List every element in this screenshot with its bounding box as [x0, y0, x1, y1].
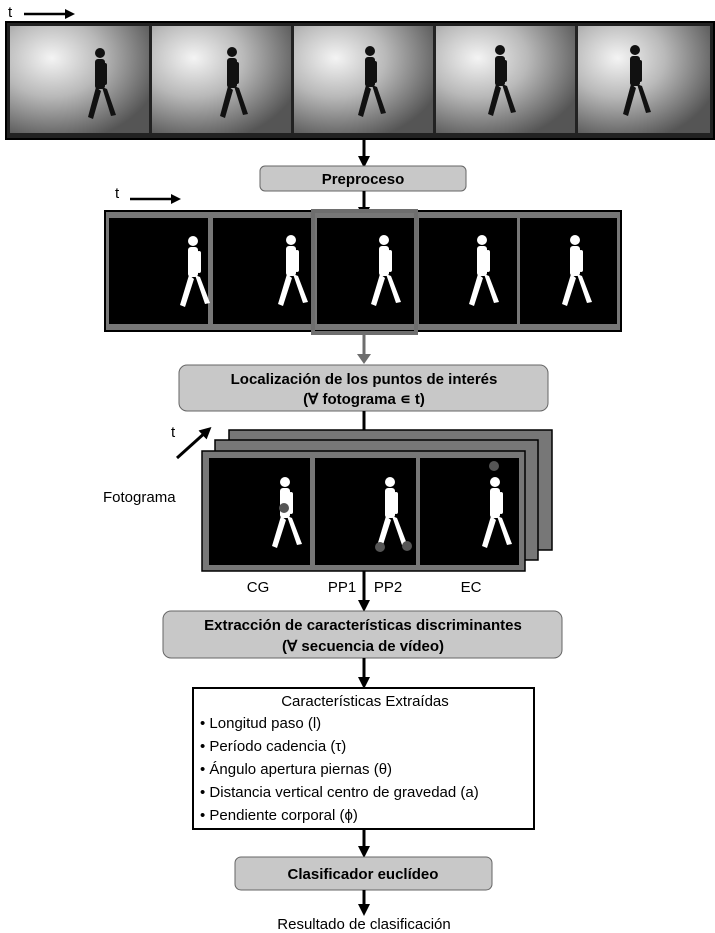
features-title: Características Extraídas: [281, 693, 449, 710]
time-label-silhouettes: t: [115, 185, 120, 202]
video-frame-2: [152, 26, 291, 133]
silhouette-frame-5: [520, 218, 617, 324]
point-pp1: [375, 542, 385, 552]
time-label-stack: t: [171, 424, 176, 441]
result-label: Resultado de clasificación: [277, 916, 450, 933]
localization-label-line1: Localización de los puntos de interés: [231, 371, 498, 388]
point-label-pp2: PP2: [374, 579, 402, 596]
preprocess-box: Preproceso: [259, 165, 467, 192]
frame-stack: t Fotograma CG PP1 PP2 EC: [103, 424, 553, 596]
video-frame-4: [436, 26, 575, 133]
time-arrow-stack: [175, 426, 212, 460]
stack-frame-pp: [315, 458, 416, 565]
silhouette-frame-3: [317, 218, 416, 324]
feature-item: • Distancia vertical centro de gravedad …: [200, 784, 479, 801]
fotograma-label: Fotograma: [103, 489, 176, 506]
localization-label-line2: (∀ fotograma ∊ t): [303, 391, 425, 408]
arrow-head-gray: [357, 354, 371, 364]
silhouette-frame-2: [213, 218, 312, 324]
localization-box: Localización de los puntos de interés (∀…: [178, 364, 549, 412]
video-frame-5: [578, 26, 710, 133]
point-label-pp1: PP1: [328, 579, 356, 596]
extraction-label-line2: (∀ secuencia de vídeo): [282, 638, 444, 655]
point-pp2: [402, 541, 412, 551]
features-box: Características Extraídas • Longitud pas…: [192, 687, 535, 830]
point-ec: [489, 461, 499, 471]
point-label-ec: EC: [461, 579, 482, 596]
stack-frame-cg: [209, 458, 310, 565]
video-strip: t: [5, 4, 715, 140]
video-frame-3: [294, 26, 433, 133]
silhouette-strip: t: [104, 185, 622, 335]
preprocess-label: Preproceso: [322, 171, 405, 188]
point-label-cg: CG: [247, 579, 270, 596]
extraction-box: Extracción de características discrimina…: [162, 610, 563, 659]
classifier-label: Clasificador euclídeo: [288, 866, 439, 883]
silhouette-frame-1: [109, 218, 210, 324]
point-cg: [279, 503, 289, 513]
time-label-top: t: [8, 4, 13, 21]
classifier-box: Clasificador euclídeo: [234, 856, 493, 891]
feature-item: • Pendiente corporal (ϕ): [200, 807, 358, 824]
feature-item: • Ángulo apertura piernas (θ): [200, 761, 392, 778]
extraction-label-line1: Extracción de características discrimina…: [204, 617, 522, 634]
feature-item: • Período cadencia (τ): [200, 738, 346, 755]
video-frame-1: [10, 26, 149, 133]
feature-item: • Longitud paso (l): [200, 715, 321, 732]
silhouette-frame-4: [419, 218, 517, 324]
stack-frame-ec: [420, 458, 519, 565]
